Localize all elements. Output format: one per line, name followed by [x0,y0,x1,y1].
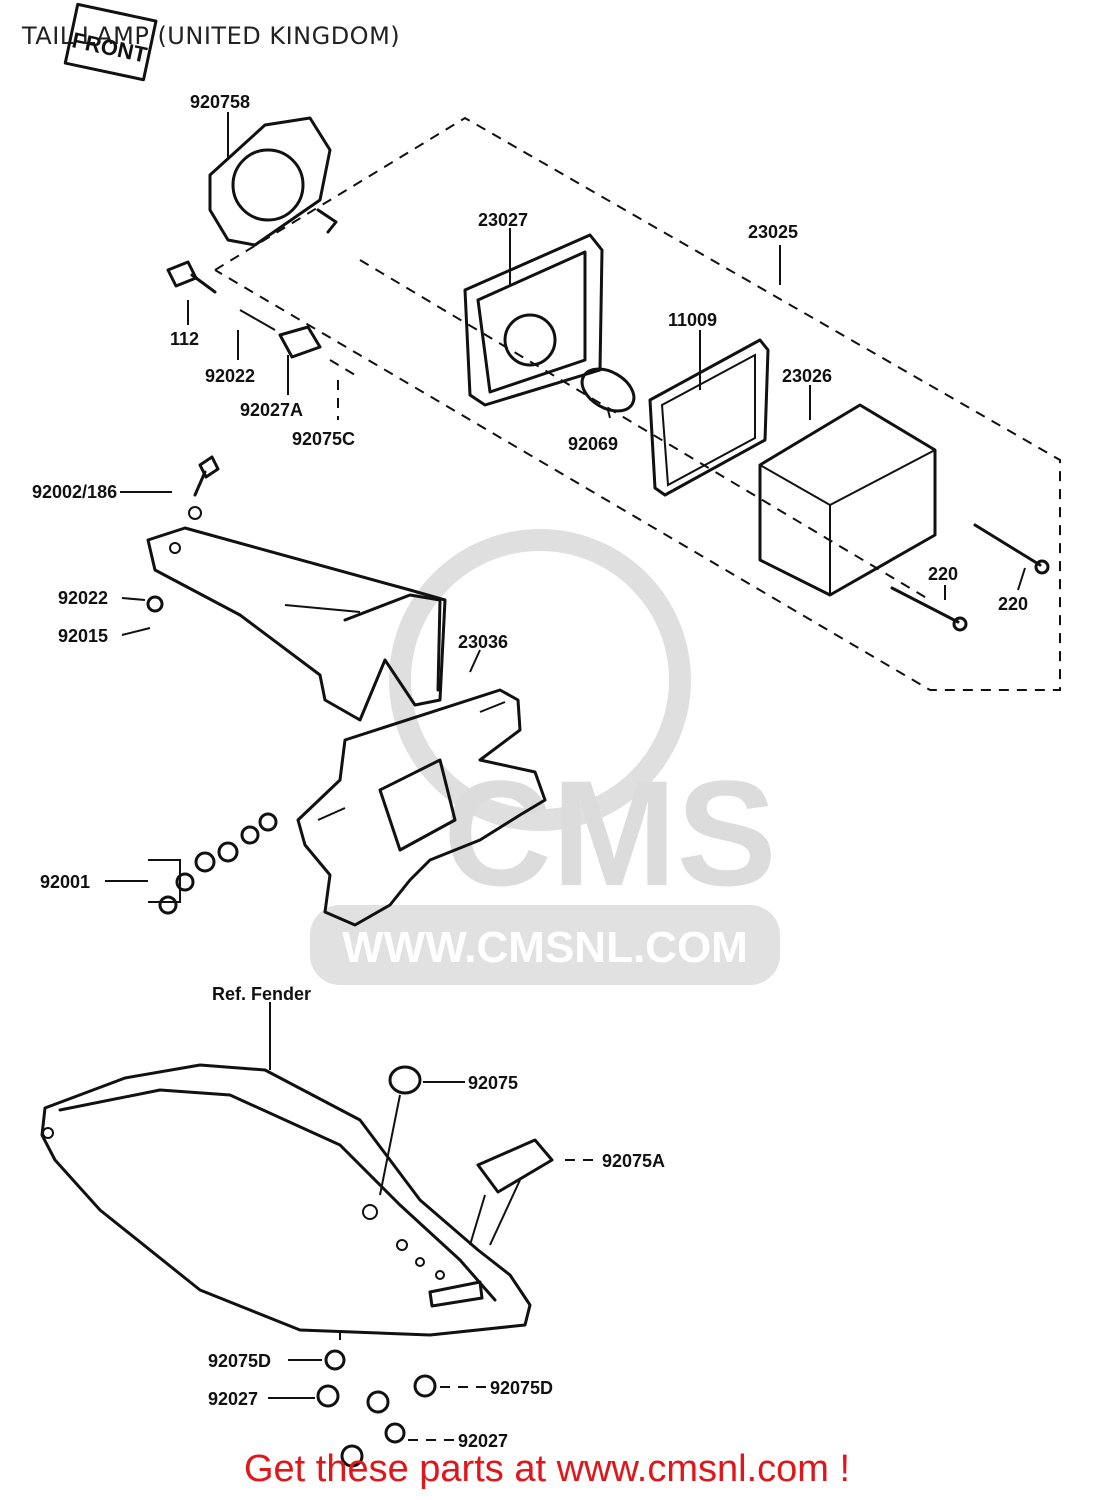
watermark-url: WWW.CMSNL.COM [342,923,748,972]
label-ref-fender: Ref. Fender [212,984,311,1004]
front-stamp-text: FRONT [70,27,150,67]
label-112: 112 [170,329,199,349]
part-92075A-grommet [469,1138,554,1246]
leader-lines [105,112,1026,1441]
label-92022-top: 92022 [205,366,255,386]
assembly-outline [214,116,1061,691]
label-92022-mid: 92022 [58,588,108,608]
part-92069-bulb [580,367,636,413]
watermark: CMS WWW.CMSNL.COM [310,529,780,985]
part-11009-gasket [648,338,770,497]
label-92015: 92015 [58,626,108,646]
part-920758-plate [208,116,338,247]
label-92069: 92069 [568,434,618,454]
label-92027-b: 92027 [458,1431,508,1451]
label-92075: 92075 [468,1073,518,1093]
label-220-b: 220 [998,594,1028,614]
footer-promo-text: Get these parts at www.cmsnl.com ! [243,1448,851,1490]
label-92027A: 92027A [240,400,303,420]
label-23027: 23027 [478,210,528,230]
part-23026-cover [758,403,937,597]
label-92075C: 92075C [292,429,355,449]
part-220-screw-b [890,586,968,632]
label-92027-a: 92027 [208,1389,258,1409]
license-plate-holder [296,688,547,927]
label-92075D-a: 92075D [208,1351,271,1371]
label-92075A: 92075A [602,1151,665,1171]
label-92075D-b: 92075D [490,1378,553,1398]
label-23036: 23036 [458,632,508,652]
part-23036-bracket [146,526,447,722]
part-labels: 920758 112 92022 92027A 92075C 23027 230… [32,92,1028,1451]
label-92002-186: 92002/186 [32,482,117,502]
rear-fender [40,1063,532,1337]
part-220-screw-a [973,523,1050,575]
label-92001: 92001 [40,872,90,892]
front-stamp: FRONT [63,2,158,82]
label-920758: 920758 [190,92,250,112]
label-23026: 23026 [782,366,832,386]
label-11009: 11009 [668,310,717,330]
part-92022-washer [146,595,164,613]
part-92027A-spacer [239,309,356,376]
part-92002-bolt [188,455,220,520]
part-112-bolt [166,260,217,294]
label-220-a: 220 [928,564,958,584]
watermark-logo: CMS [443,749,776,917]
bottom-fasteners [316,1330,437,1468]
part-92075-grommet [379,1065,422,1196]
diagram-title: TAIL LAMP (UNITED KINGDOM) [22,22,401,50]
label-23025: 23025 [748,222,798,242]
part-92001-nuts [148,812,278,915]
